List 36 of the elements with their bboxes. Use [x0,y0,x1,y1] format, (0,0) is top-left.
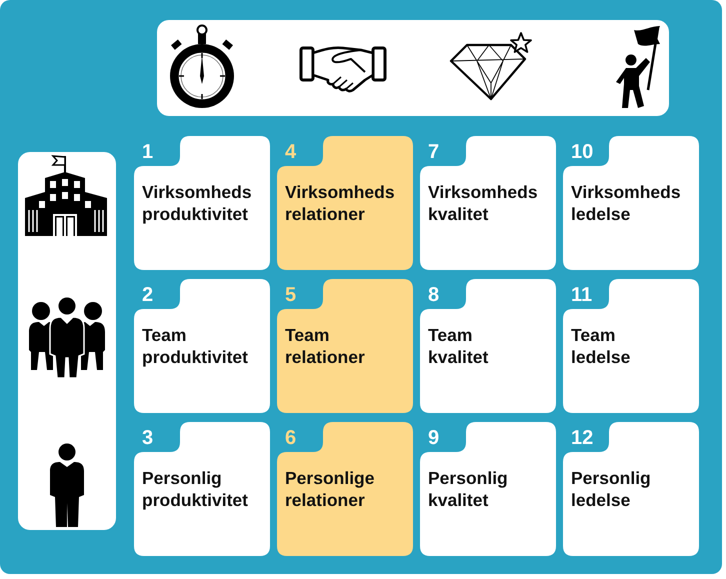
card-number: 12 [571,427,594,449]
card-title: Team ledelse [571,324,630,368]
card-title: Virksomheds kvalitet [428,181,538,225]
card [563,136,699,270]
card-number: 7 [428,141,440,163]
card-number: 9 [428,427,440,449]
card-title: Virksomheds produktivitet [142,181,252,225]
card-title: Personlig produktivitet [142,467,248,511]
card-title: Personlige relationer [285,467,374,511]
card-title: Personlig kvalitet [428,467,508,511]
card-title: Virksomheds relationer [285,181,395,225]
card [563,422,699,556]
card [277,279,413,413]
card-title: Team produktivitet [142,324,248,368]
card-number: 6 [285,427,296,449]
card-number: 10 [571,141,594,163]
card-number: 11 [571,284,592,306]
card [277,422,413,556]
card-number: 1 [142,141,154,163]
card-title: Personlig ledelse [571,467,651,511]
card [134,279,270,413]
card-title: Team relationer [285,324,365,368]
card-number: 3 [142,427,154,449]
card [563,279,699,413]
card [420,136,556,270]
card-title: Team kvalitet [428,324,488,368]
card [420,422,556,556]
card-number: 8 [428,284,440,306]
card-number: 5 [285,284,296,306]
card [420,279,556,413]
card [134,136,270,270]
card [134,422,270,556]
card [277,136,413,270]
card-number: 2 [142,284,154,306]
card-number: 4 [285,141,296,163]
card-title: Virksomheds ledelse [571,181,681,225]
